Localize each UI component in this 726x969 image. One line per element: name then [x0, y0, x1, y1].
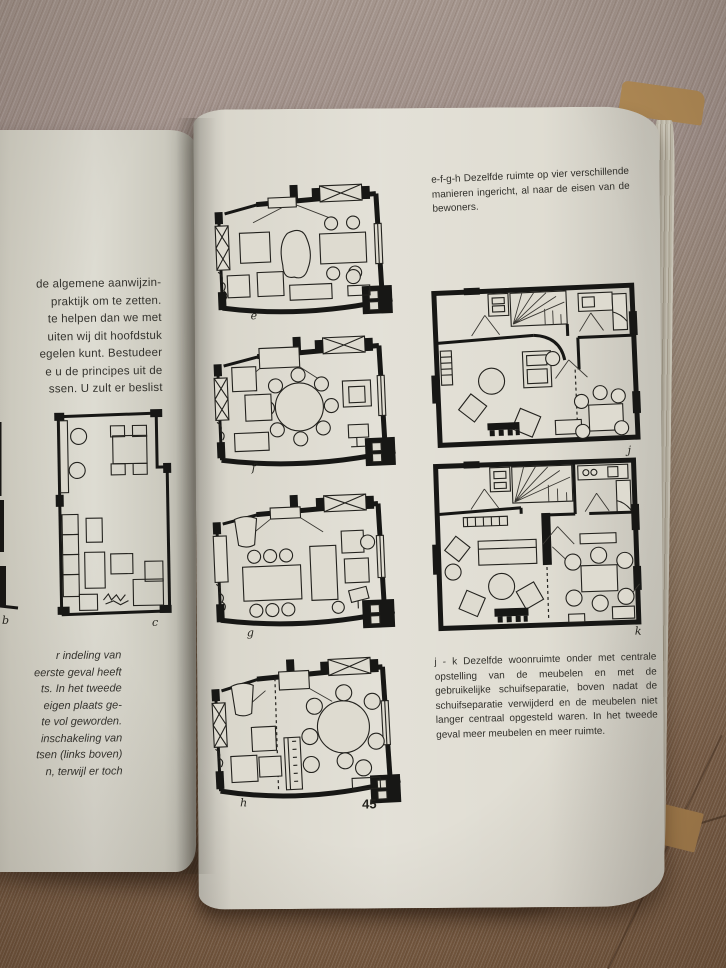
- text-line: de algemene aanwijzin-: [35, 276, 162, 291]
- text-line: ts. In het tweede: [40, 682, 122, 696]
- text-line: eigen plaats ge-: [43, 698, 122, 712]
- floor-plan-f: [213, 335, 396, 467]
- floor-plan-k: [432, 457, 642, 632]
- left-page-paragraph-bottom: r indeling van eerste geval heeft ts. In…: [0, 647, 123, 780]
- page-number: 45: [362, 796, 377, 812]
- plan-label-f: f: [251, 461, 256, 475]
- floor-plan-g: [212, 493, 396, 629]
- text-line: eerste geval heeft: [34, 665, 122, 679]
- floor-plan-e: [214, 183, 393, 315]
- left-page-paragraph-top: de algemene aanwijzin- praktijk om te ze…: [0, 275, 163, 400]
- left-book-page: de algemene aanwijzin- praktijk om te ze…: [0, 130, 196, 872]
- plan-label-h: h: [240, 796, 248, 810]
- floor-plan-j: [431, 282, 642, 448]
- plan-label-g: g: [246, 626, 254, 640]
- caption-jk: j - k Dezelfde woonruimte onder met cent…: [434, 651, 658, 741]
- text-line: ssen. U zult er beslist: [48, 381, 163, 396]
- floor-plan-c: [54, 408, 172, 617]
- plan-label-k: k: [634, 624, 642, 638]
- text-line: e u de principes uit de: [45, 364, 163, 379]
- text-line: r indeling van: [55, 649, 122, 663]
- floor-plan-b-fragment: [0, 422, 19, 610]
- text-line: tsen (links boven): [36, 748, 123, 762]
- right-book-page: e-f-g-h Dezelfde ruimte op vier verschil…: [193, 106, 665, 910]
- text-line: n, terwijl er toch: [45, 764, 123, 778]
- text-line: te helpen dan we met: [47, 311, 162, 326]
- plant-icon: [103, 592, 129, 606]
- caption-efgh: e-f-g-h Dezelfde ruimte op vier verschil…: [430, 165, 630, 215]
- text-line: inschakeling van: [40, 731, 123, 745]
- plan-label-c: c: [152, 616, 159, 629]
- text-line: egelen kunt. Bestudeer: [39, 346, 163, 361]
- floor-plan-h: [211, 656, 402, 804]
- text-line: praktijk om te zetten.: [50, 294, 162, 308]
- book-spine-gutter: [176, 118, 216, 874]
- plan-label-e: e: [250, 309, 258, 323]
- plan-label-b: b: [2, 614, 10, 627]
- text-line: te vol geworden.: [41, 715, 123, 729]
- text-line: uiten wij dit hoofdstuk: [47, 329, 163, 343]
